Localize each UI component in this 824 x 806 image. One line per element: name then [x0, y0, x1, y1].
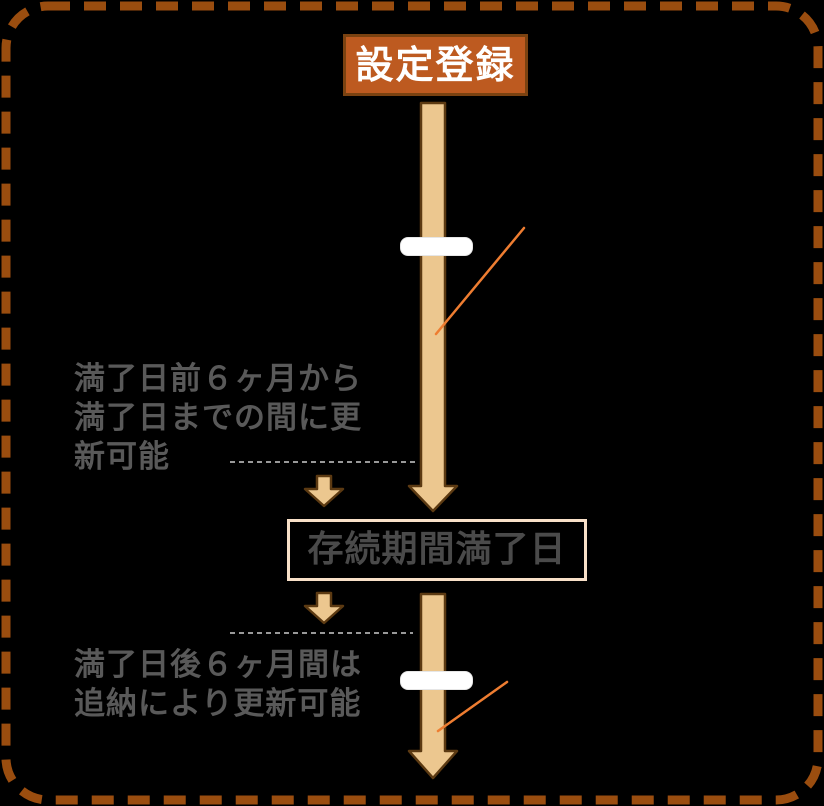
- timeline-break-bottom: [400, 671, 473, 690]
- mini-arrow-after: [303, 591, 345, 625]
- timeline-break-top: [400, 237, 473, 256]
- break-slash-top: [434, 226, 526, 336]
- registration-box: 設定登録: [343, 34, 528, 96]
- expiration-box-label: 存続期間満了日: [307, 529, 567, 570]
- expiration-box: 存続期間満了日: [287, 519, 587, 581]
- note-line: 満了日前６ヶ月から: [74, 361, 362, 397]
- note-line: 新可能: [74, 439, 170, 475]
- timeline-arrow-top: [407, 101, 459, 513]
- break-slash-bottom: [436, 680, 509, 733]
- note-line: 満了日後６ヶ月間は: [74, 647, 362, 683]
- registration-box-label: 設定登録: [355, 43, 516, 87]
- mini-arrow-before: [303, 474, 345, 508]
- note-line: 追納により更新可能: [74, 686, 362, 722]
- note-before-expiration: 満了日前６ヶ月から 満了日までの間に更 新可能: [74, 360, 362, 477]
- note-after-expiration: 満了日後６ヶ月間は 追納により更新可能: [74, 646, 362, 724]
- note-line: 満了日までの間に更: [74, 400, 362, 436]
